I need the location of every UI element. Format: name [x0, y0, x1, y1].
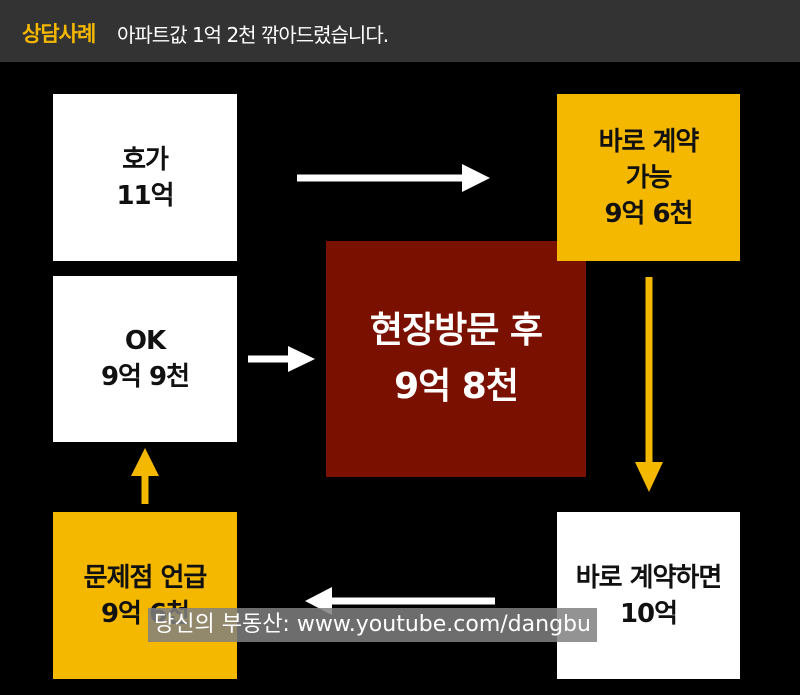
node-asking-price: 호가 11억 [53, 94, 237, 261]
node-problem-label: 문제점 언급 [83, 562, 208, 593]
arrow-contract-down [635, 277, 663, 492]
node-contract-possible-line1: 바로 계약 [598, 126, 700, 157]
node-ok-label: OK [124, 326, 166, 356]
node-after-visit: 현장방문 후 9억 8천 [326, 241, 586, 477]
node-contract-possible-line2: 가능 [625, 162, 673, 193]
node-contract-if: 바로 계약하면 10억 [557, 512, 740, 679]
arrow-asking-to-contract [297, 164, 490, 192]
node-after-visit-label: 현장방문 후 [369, 310, 543, 351]
node-after-visit-value: 9억 8천 [394, 366, 519, 407]
node-contract-possible: 바로 계약 가능 9억 6천 [557, 94, 740, 261]
arrow-ok-to-center [248, 346, 315, 372]
header-tag: 상담사례 [22, 22, 96, 46]
node-contract-possible-value: 9억 6천 [604, 198, 693, 229]
node-problem-mention: 문제점 언급 9억 6천 [53, 512, 237, 679]
node-ok: OK 9억 9천 [53, 276, 237, 442]
node-asking-value: 11억 [116, 180, 174, 211]
node-contract-if-label: 바로 계약하면 [575, 562, 723, 593]
node-contract-if-value: 10억 [619, 598, 678, 629]
header-bar: 상담사례 아파트값 1억 2천 깎아드렸습니다. [0, 0, 800, 62]
node-asking-label: 호가 [122, 144, 169, 175]
header-title: 아파트값 1억 2천 깎아드렸습니다. [117, 23, 389, 47]
node-ok-value: 9억 9천 [100, 362, 190, 392]
watermark-caption: 당신의 부동산: www.youtube.com/dangbu [148, 608, 597, 642]
arrow-problem-up [131, 448, 159, 504]
